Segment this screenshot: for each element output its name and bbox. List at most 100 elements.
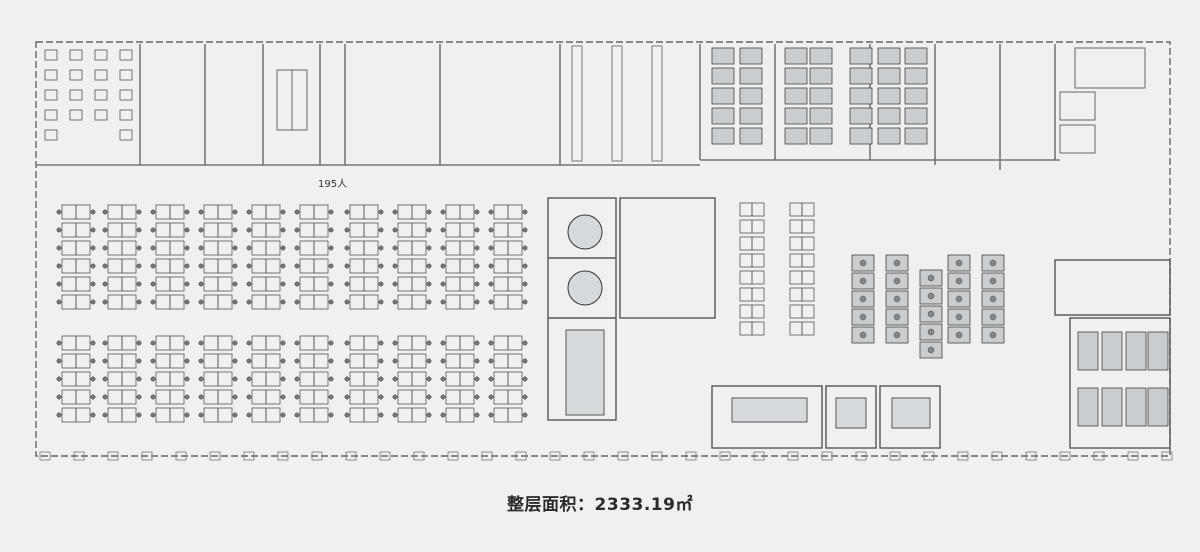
desk — [61, 335, 77, 351]
chair — [955, 295, 963, 303]
desk — [493, 407, 509, 423]
chair — [474, 245, 480, 251]
desk — [175, 451, 187, 461]
chair — [246, 299, 252, 305]
chair — [294, 412, 300, 418]
chair — [927, 346, 935, 354]
chair — [426, 358, 432, 364]
desk — [363, 204, 379, 220]
chair — [56, 209, 62, 215]
chair — [522, 340, 528, 346]
desk — [801, 321, 815, 336]
chair — [280, 299, 286, 305]
chair — [232, 299, 238, 305]
chair — [859, 277, 867, 285]
desk — [155, 389, 171, 405]
chair — [184, 299, 190, 305]
offices-right — [1054, 259, 1171, 449]
desk — [397, 258, 413, 274]
desk — [251, 276, 267, 292]
chair — [488, 245, 494, 251]
desk — [203, 204, 219, 220]
desk — [711, 67, 735, 85]
desk — [411, 407, 427, 423]
chair — [280, 340, 286, 346]
desk — [141, 451, 153, 461]
desk — [217, 335, 233, 351]
desk — [809, 127, 833, 145]
desk — [507, 371, 523, 387]
meeting-rooms-bottom — [711, 385, 941, 449]
desk — [169, 240, 185, 256]
chair — [136, 245, 142, 251]
chair — [198, 358, 204, 364]
desk — [751, 219, 765, 234]
desk — [445, 335, 461, 351]
meeting-rooms-center — [547, 197, 716, 421]
desk — [447, 451, 459, 461]
desk — [299, 258, 315, 274]
desk — [299, 240, 315, 256]
chair — [56, 263, 62, 269]
chair — [474, 358, 480, 364]
desk — [75, 258, 91, 274]
desk — [155, 294, 171, 310]
desk — [121, 276, 137, 292]
desk — [789, 236, 803, 251]
desk — [397, 407, 413, 423]
desk — [801, 287, 815, 302]
desk — [507, 258, 523, 274]
chair — [522, 209, 528, 215]
desk — [801, 304, 815, 319]
chair — [426, 394, 432, 400]
chair — [344, 340, 350, 346]
desk — [493, 276, 509, 292]
chair — [955, 313, 963, 321]
desk — [121, 389, 137, 405]
chair — [893, 331, 901, 339]
desk — [397, 389, 413, 405]
desk — [121, 371, 137, 387]
chair — [280, 209, 286, 215]
chair — [150, 394, 156, 400]
chair — [522, 358, 528, 364]
desk — [751, 287, 765, 302]
chair — [328, 227, 334, 233]
desk — [44, 69, 58, 81]
desk — [739, 321, 753, 336]
desk — [61, 222, 77, 238]
desk — [265, 258, 281, 274]
desk — [617, 451, 629, 461]
desk — [155, 407, 171, 423]
desk — [251, 222, 267, 238]
chair — [474, 394, 480, 400]
chair — [198, 281, 204, 287]
desk — [265, 276, 281, 292]
desk — [251, 389, 267, 405]
chair — [859, 259, 867, 267]
desk — [1101, 387, 1123, 427]
chair — [136, 412, 142, 418]
desk — [363, 222, 379, 238]
desk — [251, 258, 267, 274]
desk — [169, 222, 185, 238]
desk — [493, 335, 509, 351]
chair — [474, 209, 480, 215]
desk — [203, 407, 219, 423]
chair — [232, 394, 238, 400]
chair — [488, 376, 494, 382]
desk — [411, 371, 427, 387]
chair — [344, 412, 350, 418]
desk — [507, 335, 523, 351]
chair — [474, 227, 480, 233]
desk — [904, 127, 928, 145]
desk — [877, 107, 901, 125]
desk — [739, 202, 753, 217]
desk — [169, 353, 185, 369]
chair — [102, 358, 108, 364]
desk — [459, 335, 475, 351]
desk — [809, 47, 833, 65]
chair — [328, 358, 334, 364]
desk — [445, 389, 461, 405]
